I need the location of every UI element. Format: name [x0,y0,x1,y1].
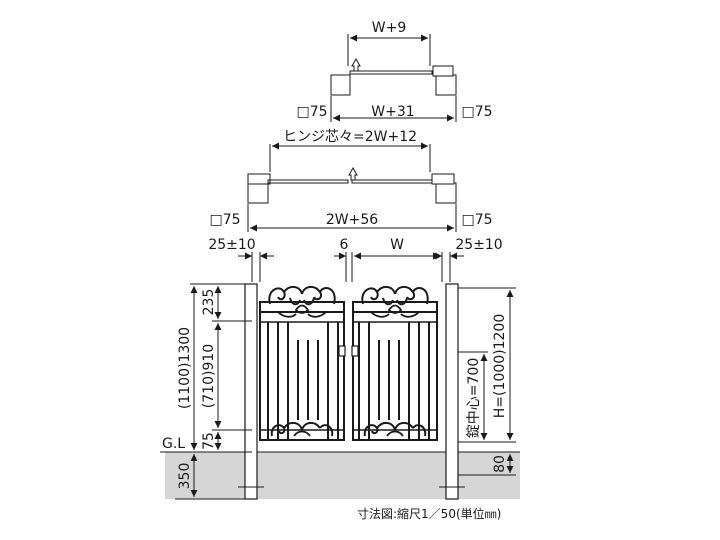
dim-mid-bottom-width: 2W+56 [326,212,378,228]
gate-leaf-right [351,285,438,441]
gate-posts [244,283,459,500]
dim-top-post-right: □75 [461,104,492,120]
plan-double-gate [247,142,457,232]
dim-center-gap: 6 [340,237,349,253]
dim-left-total: (1100)1300 [177,327,193,409]
dim-left-mid: (710)910 [201,344,217,408]
dim-left-bottom: 75 [201,432,217,450]
ground-level-label: G.L [162,436,185,452]
dim-gap-right: 25±10 [455,237,502,253]
dim-top-width: W+9 [372,20,406,36]
dim-post-embed: 80 [492,455,508,473]
dim-top-bottom-width: W+31 [371,104,414,120]
dim-height: H=(1000)1200 [492,314,508,418]
dim-mid-post-left: □75 [209,212,240,228]
dim-hinge-center: ヒンジ芯々=2W+12 [283,129,417,145]
dim-leaf-width: W [390,237,404,253]
dim-left-top: 235 [201,289,217,316]
dim-gap-left: 25±10 [208,237,255,253]
elevation-left-dims [160,283,252,500]
scale-caption: 寸法図:縮尺1／50(単位㎜) [357,506,501,521]
dim-top-post-left: □75 [296,104,327,120]
elevation-right-dims [458,287,516,476]
dim-foundation-depth: 350 [177,463,193,490]
elevation-top-dims [238,252,464,282]
gate-leaf-left [259,285,346,441]
dim-mid-post-right: □75 [461,212,492,228]
dim-lock-center: 錠中心=700 [466,358,482,438]
plan-single-gate [330,34,457,122]
